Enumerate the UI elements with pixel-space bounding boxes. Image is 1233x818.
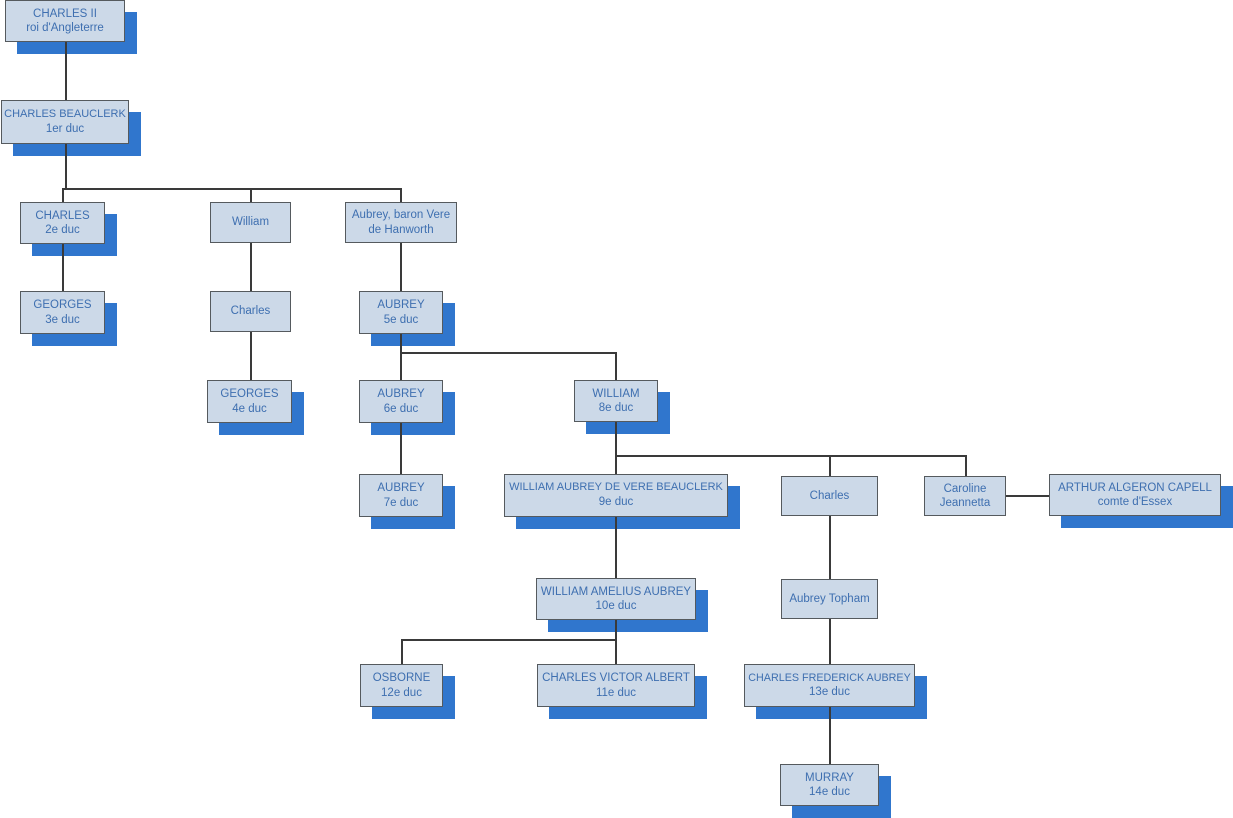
person-name: AUBREY — [377, 299, 425, 312]
connector-line — [965, 455, 967, 477]
person-name: GEORGES — [220, 388, 279, 401]
person-title: 13e duc — [809, 686, 850, 699]
person-title: 1er duc — [45, 122, 85, 135]
connector-line — [615, 455, 966, 457]
person-title: 14e duc — [809, 786, 850, 798]
person-name: CHARLES II — [33, 7, 97, 20]
person-title: de Hanworth — [368, 223, 434, 236]
person-name: Aubrey, baron Vere — [351, 209, 451, 222]
person-name: Charles — [230, 305, 271, 318]
person-title: 3e duc — [45, 313, 80, 326]
person-name: WILLIAM — [592, 387, 640, 400]
connector-line — [615, 517, 617, 579]
person-name: WILLIAM AMELIUS AUBREY — [540, 585, 692, 598]
person-node-charles2duc[interactable]: CHARLES 2e duc — [20, 202, 105, 244]
person-title: 11e duc — [595, 686, 637, 699]
person-node-charles_w8[interactable]: Charles — [781, 476, 878, 516]
connector-line — [62, 188, 401, 190]
person-node-beauclerk1[interactable]: CHARLES BEAUCLERK 1er duc — [1, 100, 129, 144]
person-name: MURRAY — [805, 771, 854, 784]
person-name: AUBREY — [377, 388, 425, 401]
person-node-william8duc[interactable]: WILLIAM 8e duc — [574, 380, 658, 422]
person-node-william10duc[interactable]: WILLIAM AMELIUS AUBREY 10e duc — [536, 578, 696, 620]
person-node-william9duc[interactable]: WILLIAM AUBREY DE VERE BEAUCLERK 9e duc — [504, 474, 728, 517]
person-name: AUBREY — [377, 482, 425, 495]
person-title: 6e duc — [383, 402, 419, 415]
person-node-william_son[interactable]: William — [210, 202, 291, 243]
person-title: 4e duc — [232, 402, 267, 415]
connector-line — [400, 352, 402, 381]
person-title: 8e duc — [598, 402, 634, 414]
connector-line — [400, 334, 402, 353]
person-node-charles13duc[interactable]: CHARLES FREDERICK AUBREY 13e duc — [744, 664, 915, 707]
person-name: Aubrey Topham — [789, 592, 870, 605]
person-title: 12e duc — [381, 686, 422, 699]
person-name: CHARLES VICTOR ALBERT — [542, 672, 690, 685]
connector-line — [615, 620, 617, 642]
connector-line — [65, 144, 67, 189]
connector-line — [401, 639, 403, 665]
connector-line — [1006, 495, 1050, 497]
connector-line — [65, 42, 67, 100]
person-node-arthur_capell[interactable]: ARTHUR ALGERON CAPELL comte d'Essex — [1049, 474, 1221, 516]
person-name: Caroline — [943, 482, 987, 495]
person-title: 2e duc — [45, 224, 80, 236]
person-title: 5e duc — [383, 313, 419, 326]
person-name: WILLIAM AUBREY DE VERE BEAUCLERK — [509, 481, 723, 494]
connector-line — [829, 619, 831, 665]
person-name: CHARLES FREDERICK AUBREY — [748, 671, 911, 684]
connector-line — [62, 188, 64, 203]
person-title: roi d'Angleterre — [26, 22, 104, 34]
connector-line — [615, 422, 617, 456]
connector-line — [829, 707, 831, 765]
connector-line — [615, 352, 617, 381]
person-name: William — [231, 216, 270, 229]
person-name: CHARLES — [35, 209, 90, 222]
person-name: ARTHUR ALGERON CAPELL — [1058, 481, 1212, 494]
person-title: 10e duc — [595, 600, 637, 612]
connector-line — [250, 243, 252, 292]
connector-line — [829, 516, 831, 580]
person-node-aubrey_topham[interactable]: Aubrey Topham — [781, 579, 878, 619]
person-name: CHARLES BEAUCLERK — [4, 107, 126, 120]
person-title: 9e duc — [598, 496, 634, 509]
person-node-charles2_roi[interactable]: CHARLES II roi d'Angleterre — [5, 0, 125, 42]
person-title: Jeannetta — [939, 497, 991, 509]
connector-line — [250, 188, 252, 203]
person-node-murray14duc[interactable]: MURRAY 14e duc — [780, 764, 879, 806]
connector-line — [400, 423, 402, 475]
connector-line — [401, 639, 616, 641]
connector-line — [400, 188, 402, 203]
connector-line — [400, 243, 402, 292]
person-name: OSBORNE — [372, 672, 431, 685]
person-title: 7e duc — [383, 496, 419, 509]
connector-line — [62, 244, 64, 292]
connector-line — [829, 455, 831, 477]
person-name: Charles — [809, 489, 850, 502]
connector-line — [615, 455, 617, 475]
person-name: GEORGES — [33, 299, 92, 312]
connector-line — [250, 332, 252, 381]
person-node-charles_son[interactable]: Charles — [210, 291, 291, 332]
person-title: comte d'Essex — [1097, 496, 1173, 508]
connector-line — [615, 639, 617, 665]
connector-line — [400, 352, 616, 354]
